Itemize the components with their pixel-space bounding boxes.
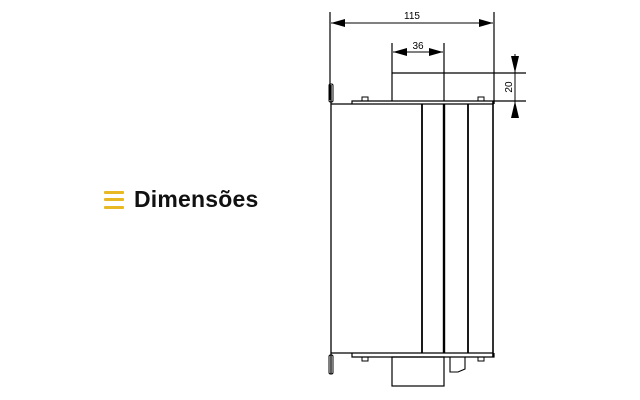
- device-body: [328, 83, 495, 387]
- dimension-height-offset: 20: [392, 54, 526, 118]
- dimension-inner-width: 36: [391, 41, 445, 101]
- section-heading: Dimensões: [104, 186, 259, 213]
- dimension-overall-width: 115: [329, 11, 495, 104]
- dimension-label-115: 115: [404, 11, 420, 22]
- section-title: Dimensões: [134, 186, 259, 212]
- dimension-label-20: 20: [504, 81, 515, 93]
- menu-lines-icon: [104, 190, 124, 209]
- dimension-label-36: 36: [412, 41, 424, 52]
